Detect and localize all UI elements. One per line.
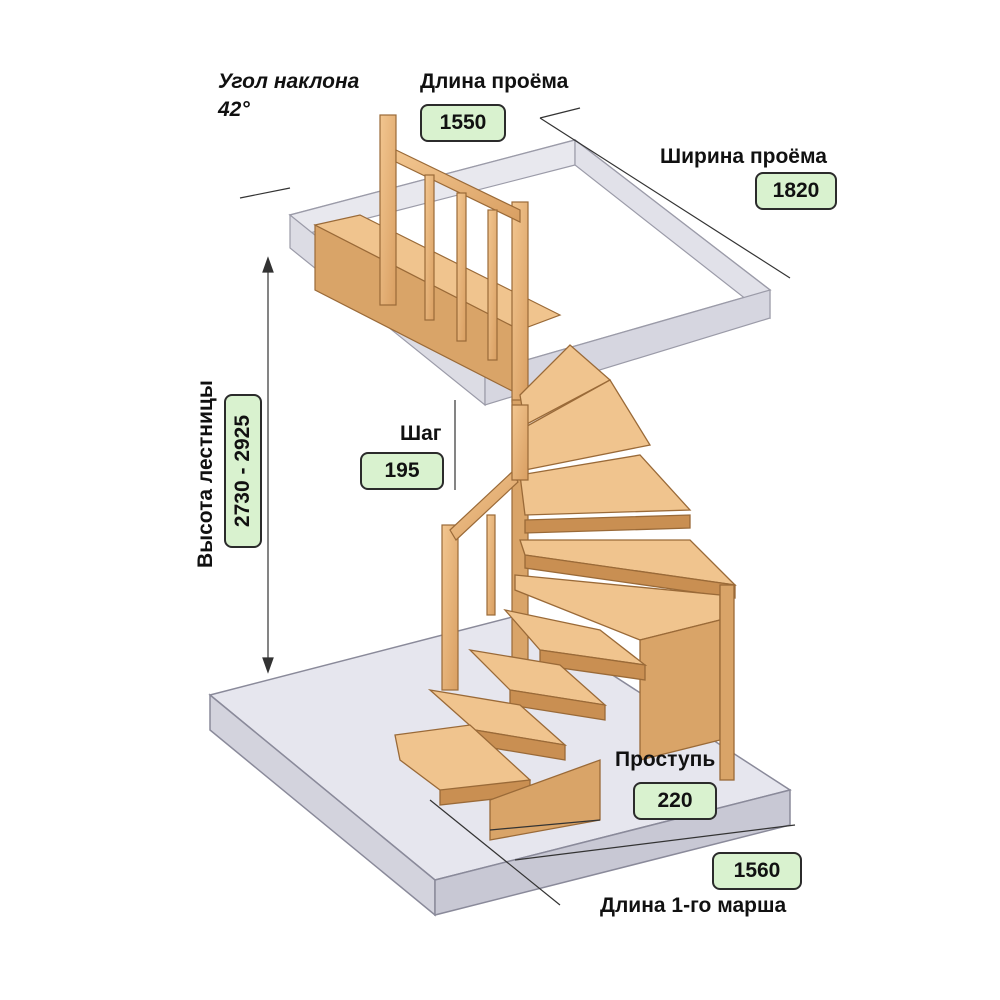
opening-length-title: Длина проёма bbox=[420, 70, 569, 93]
lower-railing bbox=[441, 404, 529, 691]
opening-width-badge: 1820 bbox=[755, 172, 837, 210]
step-title: Шаг bbox=[400, 422, 442, 445]
stair-height-badge: 2730 - 2925 bbox=[224, 394, 262, 548]
stair-height-title: Высота лестницы bbox=[194, 380, 217, 568]
dimension-lines bbox=[239, 107, 796, 906]
slope-value: 42° bbox=[218, 98, 250, 121]
first-flight-badge: 1560 bbox=[712, 852, 802, 890]
upper-railing bbox=[379, 114, 529, 403]
first-flight-title: Длина 1-го марша bbox=[600, 894, 787, 917]
opening-width-title: Ширина проёма bbox=[660, 145, 827, 168]
tread-badge: 220 bbox=[633, 782, 717, 820]
lower-flight bbox=[394, 608, 648, 841]
opening-length-badge: 1550 bbox=[420, 104, 506, 142]
step-badge: 195 bbox=[360, 452, 444, 490]
tread-title: Проступь bbox=[615, 748, 716, 771]
slope-title: Угол наклона bbox=[218, 70, 360, 93]
winder-treads bbox=[514, 344, 737, 781]
